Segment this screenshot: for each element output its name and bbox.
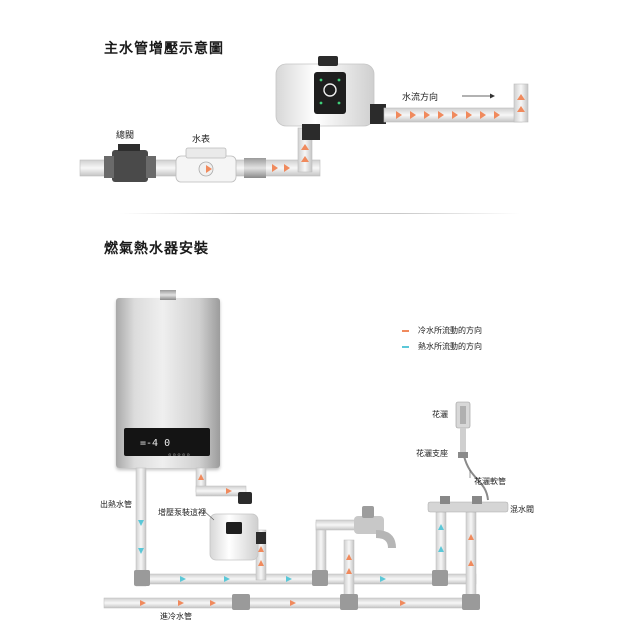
top-diagram-title: 主水管增壓示意圖 bbox=[104, 41, 224, 57]
mixing-valve bbox=[427, 496, 509, 513]
booster-pump bbox=[209, 492, 266, 561]
hot-pipe bbox=[135, 573, 477, 585]
main-valve bbox=[104, 144, 156, 182]
heater-control-panel bbox=[124, 428, 210, 456]
hot-flow-arrows bbox=[138, 520, 444, 582]
section-divider bbox=[120, 213, 520, 214]
shower-assembly bbox=[455, 401, 489, 501]
top-flow-arrows bbox=[206, 94, 525, 173]
svg-text:⊙ ⊙ ⊙ ⊙ ⊙: ⊙ ⊙ ⊙ ⊙ ⊙ bbox=[168, 452, 190, 457]
valve-label: 總閥 bbox=[116, 131, 135, 141]
hot-legend-swatch bbox=[402, 346, 409, 348]
shower-holder-label: 花灑支座 bbox=[416, 449, 448, 458]
hot-outlet-label: 出熱水管 bbox=[100, 500, 132, 509]
flow-direction-label: 水流方向 bbox=[402, 93, 439, 103]
shower-hose-label: 花灑軟管 bbox=[474, 477, 506, 486]
bottom-diagram-title: 燃氣熱水器安裝 bbox=[104, 241, 209, 257]
cold-legend-swatch bbox=[402, 330, 409, 332]
shower-head-label: 花灑 bbox=[432, 410, 448, 419]
cold-flow-arrows bbox=[140, 474, 474, 606]
top-booster-pump bbox=[275, 56, 386, 140]
mixing-valve-label: 混水閥 bbox=[510, 505, 534, 514]
cold-inlet-label: 進冷水管 bbox=[160, 612, 192, 621]
svg-text:=-4 0: =-4 0 bbox=[140, 438, 170, 449]
faucet bbox=[354, 506, 396, 548]
cold-legend-label: 冷水所流動的方向 bbox=[418, 326, 482, 335]
pump-position-label: 增壓泵裝這裡 bbox=[158, 508, 206, 517]
meter-label: 水表 bbox=[192, 135, 211, 145]
hot-legend-label: 熱水所流動的方向 bbox=[418, 342, 482, 351]
